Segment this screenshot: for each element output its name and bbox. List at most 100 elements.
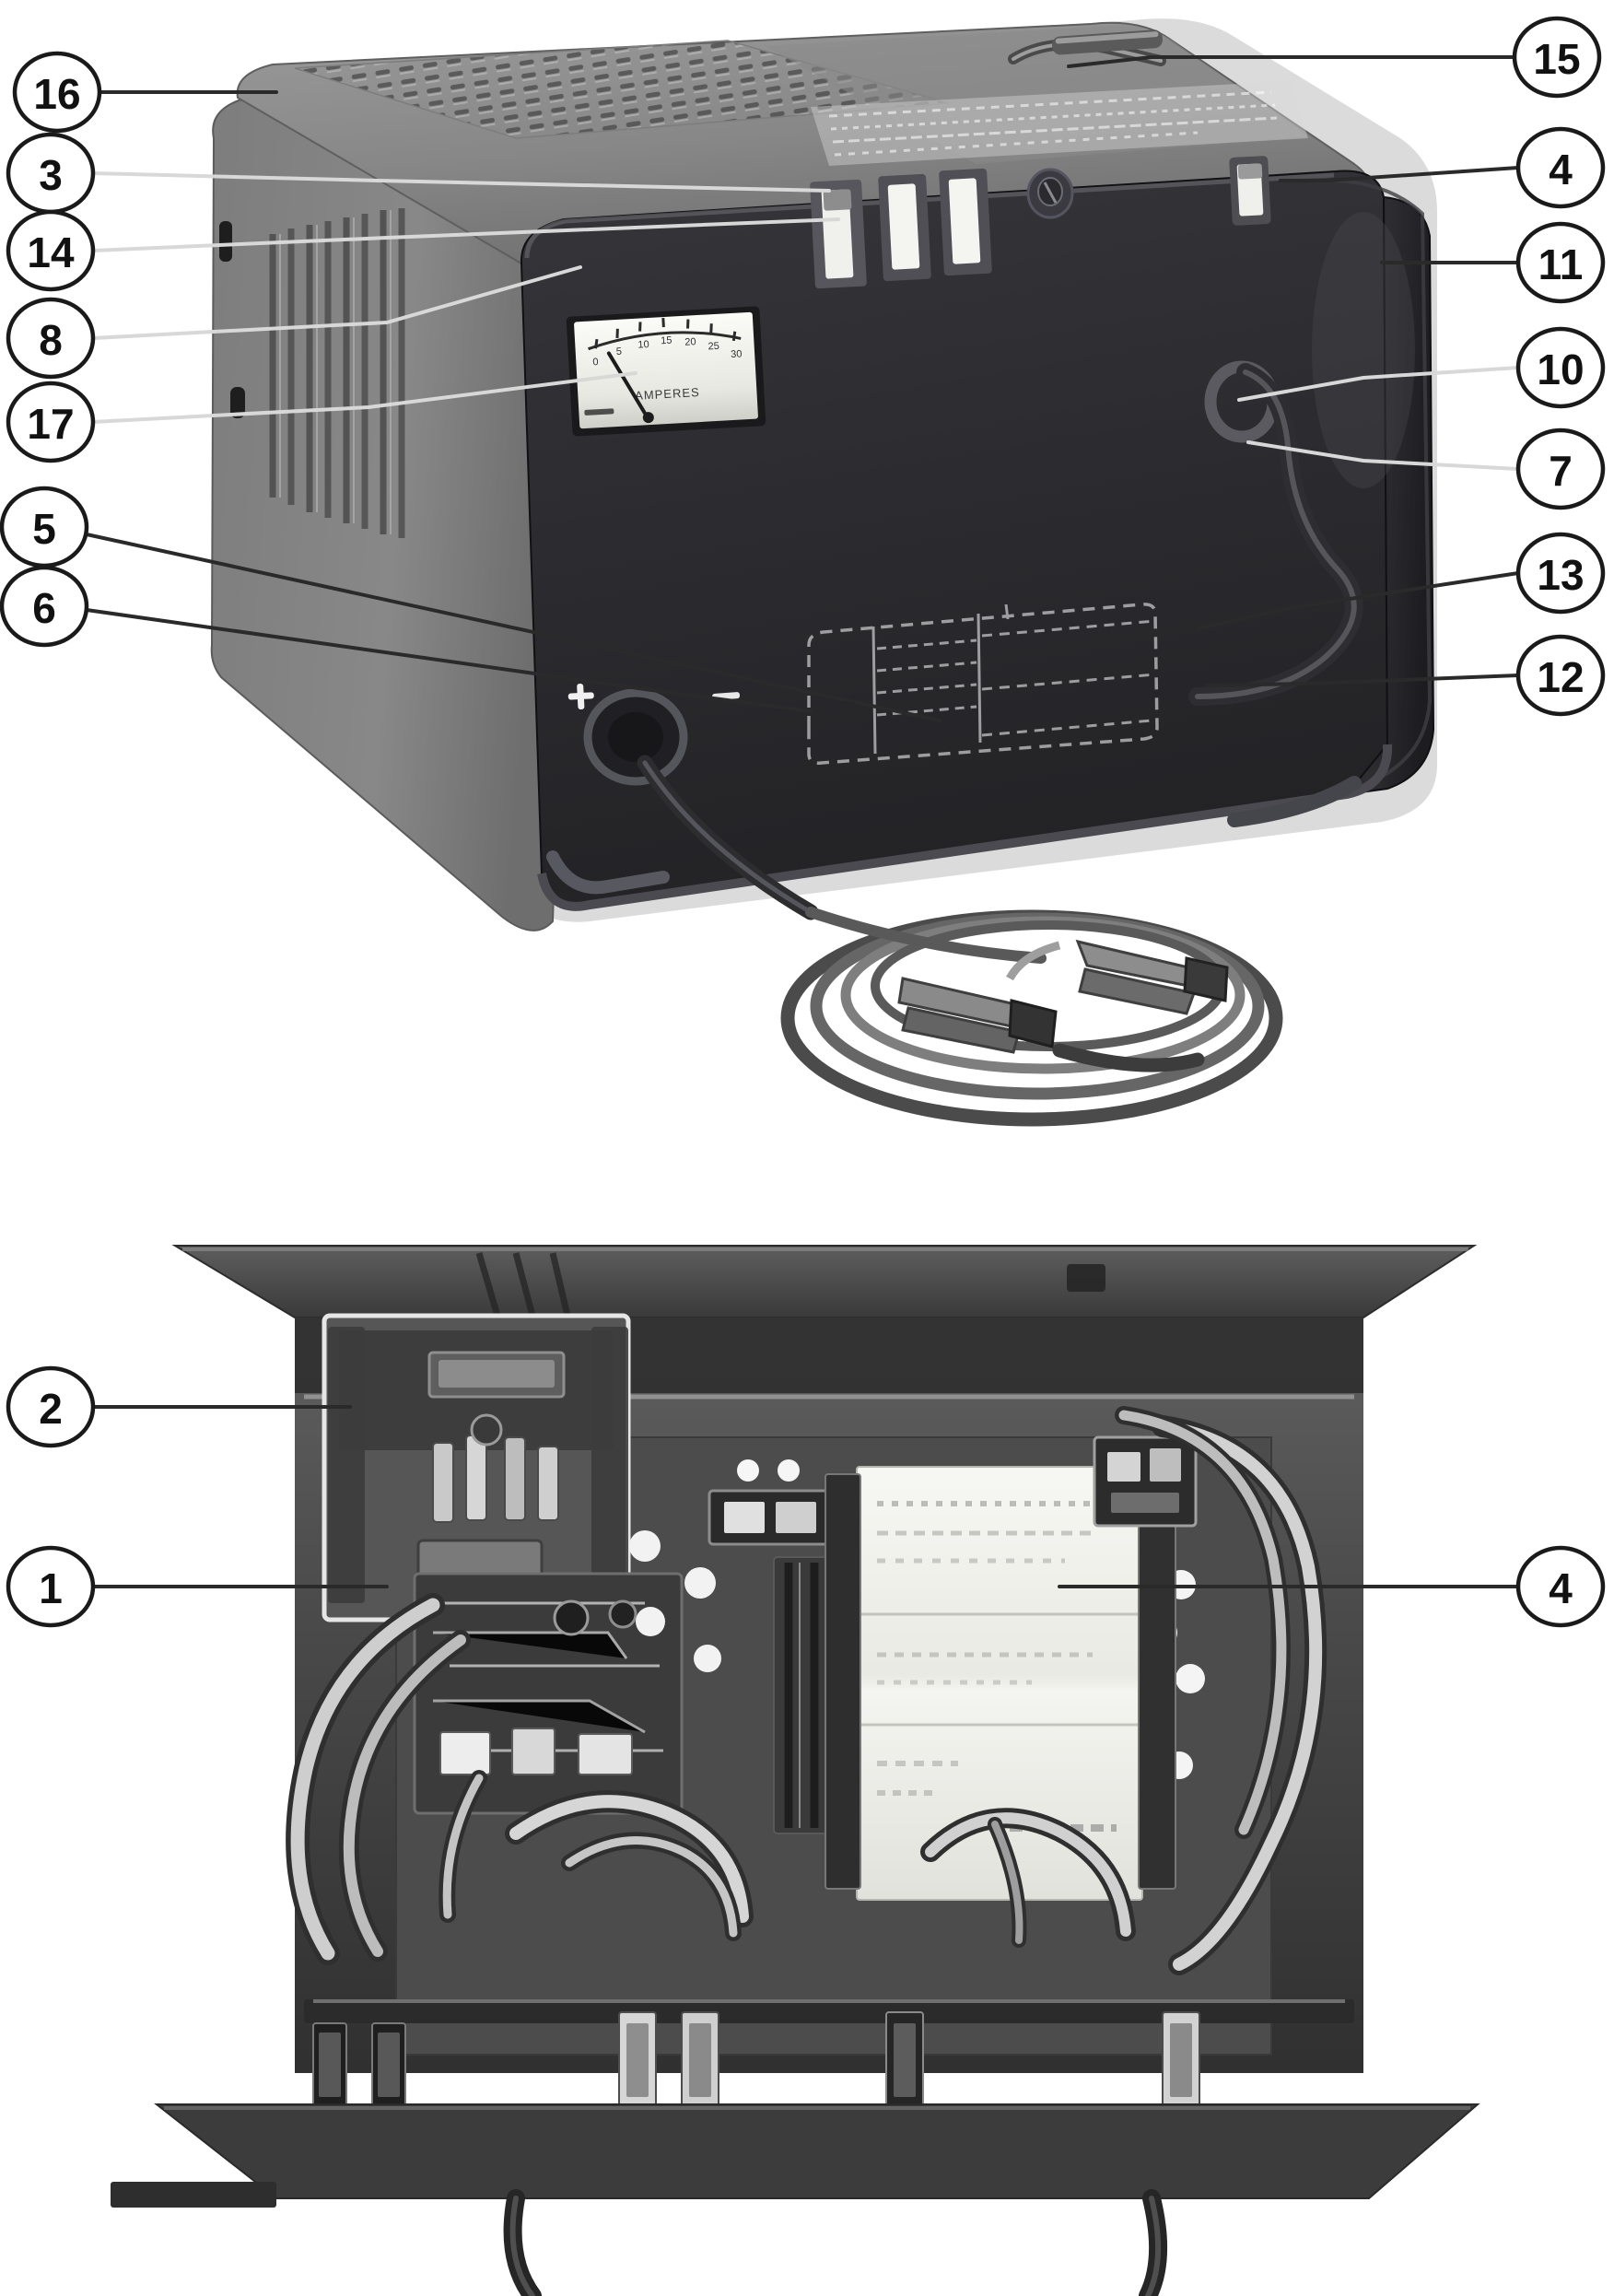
switch-bracket-assembly xyxy=(322,1313,631,1622)
positive-battery-clamp xyxy=(1006,939,1229,1015)
output-cable-assembly xyxy=(637,755,1283,1127)
callout-bubble-11[interactable] xyxy=(1515,221,1606,304)
negative-battery-clamp xyxy=(897,977,1058,1054)
right-panel-edge-highlight xyxy=(1300,178,1433,791)
ammeter-gauge: 0 5 10 15 20 25 30 AMPERES xyxy=(566,306,766,437)
callout-12-negative-battery-clamp[interactable]: 12 xyxy=(1205,634,1606,717)
leader-line-10 xyxy=(1237,366,1520,402)
svg-text:20: 20 xyxy=(684,336,696,348)
leader-line-8 xyxy=(91,265,582,340)
callout-bubble-1[interactable] xyxy=(6,1545,96,1628)
callout-bubble-7[interactable] xyxy=(1515,428,1606,510)
callout-bubble-4[interactable] xyxy=(1515,1545,1606,1628)
callout-number-7: 7 xyxy=(1549,447,1573,495)
leader-line-15 xyxy=(1067,55,1516,68)
top-cover-flange xyxy=(171,1245,1478,1318)
callout-4-power-transformer[interactable]: 4 xyxy=(1058,1545,1606,1628)
terminal-post xyxy=(1162,2011,1200,2109)
callout-2-switch-bracket-assembly[interactable]: 2 xyxy=(6,1365,352,1448)
callout-5-positive-output-cable[interactable]: 5 xyxy=(0,486,942,722)
callout-bubble-12[interactable] xyxy=(1515,634,1606,717)
svg-text:10: 10 xyxy=(637,339,649,351)
transformer-core-right xyxy=(1138,1470,1176,1890)
callout-10-power-cord-strain-relief[interactable]: 10 xyxy=(1237,326,1606,409)
switch-3-rocker[interactable] xyxy=(948,178,981,264)
top-label-strip xyxy=(811,81,1308,166)
wire-harness-right xyxy=(1115,1406,1327,1975)
left-side-panel xyxy=(210,76,566,931)
rocker-switch-face[interactable] xyxy=(439,1360,555,1388)
flange-cutout xyxy=(1067,1264,1105,1292)
callout-7-power-supply-cord[interactable]: 7 xyxy=(1246,428,1606,510)
leader-line-14 xyxy=(91,217,840,252)
transformer-core-left xyxy=(825,1473,861,1890)
leader-line-17 xyxy=(91,371,637,424)
callout-13-positive-battery-clamp[interactable]: 13 xyxy=(1196,532,1606,630)
bracket-left-wall xyxy=(328,1327,365,1603)
callout-6-negative-output-cable[interactable]: 6 xyxy=(0,565,813,713)
leader-line-13 xyxy=(1196,571,1520,630)
pcb-component-2 xyxy=(511,1728,556,1775)
callout-4-circuit-breaker[interactable]: 4 xyxy=(1279,126,1606,209)
leader-line-12 xyxy=(1205,674,1520,687)
bottom-cross-rail xyxy=(304,1999,1354,2023)
svg-text:30: 30 xyxy=(731,348,743,360)
pcb-capacitor xyxy=(553,1599,590,1636)
callout-number-10: 10 xyxy=(1537,346,1584,393)
callout-15-carry-handle[interactable]: 15 xyxy=(1067,16,1602,99)
panel-knob[interactable] xyxy=(1026,168,1074,219)
callout-11-side-panel[interactable]: 11 xyxy=(1380,221,1606,304)
right-terminal-block xyxy=(1093,1435,1198,1528)
svg-text:15: 15 xyxy=(661,335,672,347)
base-plate-left-tab xyxy=(111,2182,276,2208)
callout-number-13: 13 xyxy=(1537,551,1584,599)
front-panel xyxy=(520,170,1389,908)
left-side-vents xyxy=(269,208,405,538)
callout-bubble-17[interactable] xyxy=(6,381,96,463)
callout-1-control-circuit-board[interactable]: 1 xyxy=(6,1545,389,1628)
negative-clamp-grip xyxy=(1008,999,1058,1048)
callout-16-housing-top-cover[interactable]: 16 xyxy=(12,51,278,134)
callout-number-15: 15 xyxy=(1533,35,1580,83)
terminal-post xyxy=(312,2022,347,2113)
left-panel-notch-lower xyxy=(230,387,245,418)
callout-bubble-15[interactable] xyxy=(1512,16,1602,99)
callout-17-front-panel[interactable]: 17 xyxy=(6,371,637,463)
output-cable-grommet xyxy=(583,688,688,786)
callout-bubble-10[interactable] xyxy=(1515,326,1606,409)
ammeter-scale: 0 5 10 15 20 25 30 AMPERES xyxy=(584,318,743,424)
svg-text:25: 25 xyxy=(708,341,719,353)
callout-number-12: 12 xyxy=(1537,653,1584,701)
callout-bubble-6[interactable] xyxy=(0,565,89,648)
callout-bubble-2[interactable] xyxy=(6,1365,96,1448)
pcb-traces xyxy=(433,1601,663,1752)
rear-foot xyxy=(1227,776,1362,827)
terminal-post xyxy=(681,2011,719,2109)
callout-bubble-13[interactable] xyxy=(1515,532,1606,615)
callout-14-timer-switch[interactable]: 14 xyxy=(6,209,840,292)
ammeter-needle xyxy=(606,351,649,420)
right-panel-highlight xyxy=(1312,212,1415,488)
left-panel-notch-upper xyxy=(219,221,232,262)
charge-rate-switch-rocker[interactable] xyxy=(821,189,854,279)
circuit-breaker[interactable] xyxy=(1229,156,1271,226)
callout-number-2: 2 xyxy=(39,1385,63,1433)
wire-harness-center xyxy=(505,1790,1136,1948)
switch-2-rocker[interactable] xyxy=(887,183,920,270)
callout-bubble-4[interactable] xyxy=(1515,126,1606,209)
callout-8-ammeter-gauge[interactable]: 8 xyxy=(6,265,582,380)
terminal-post xyxy=(885,2011,924,2109)
callout-number-17: 17 xyxy=(27,400,74,448)
bracket-right-wall xyxy=(591,1327,628,1603)
callout-number-4: 4 xyxy=(1549,146,1573,193)
svg-text:5: 5 xyxy=(615,346,622,357)
callout-number-8: 8 xyxy=(39,316,63,364)
callout-bubble-8[interactable] xyxy=(6,297,96,380)
leader-line-6 xyxy=(85,608,813,713)
callout-bubble-14[interactable] xyxy=(6,209,96,292)
callout-number-3: 3 xyxy=(39,151,63,199)
callout-bubble-16[interactable] xyxy=(12,51,102,134)
panel-switch-bank xyxy=(810,168,992,289)
